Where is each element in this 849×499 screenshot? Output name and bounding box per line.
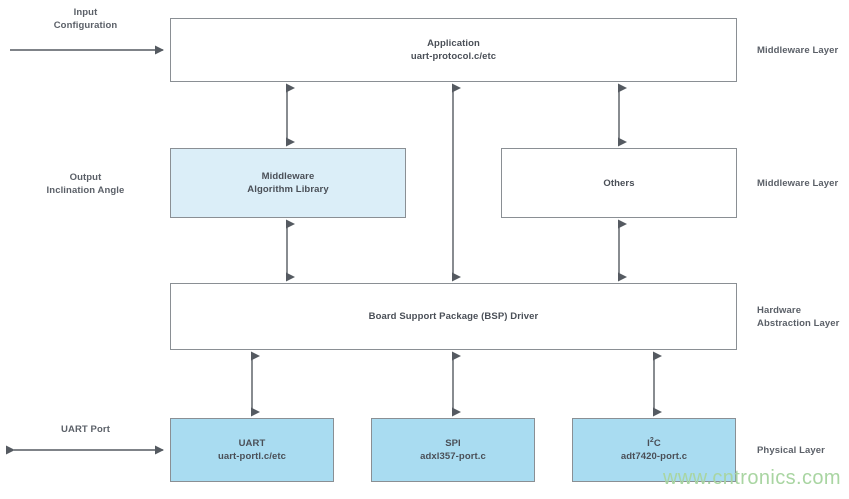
box-uart-subtitle: uart-portl.c/etc <box>217 451 287 462</box>
box-application-subtitle: uart-protocol.c/etc <box>410 51 497 62</box>
label-uart-port: UART Port <box>61 424 110 435</box>
box-middleware-algorithm-library[interactable]: Middleware Algorithm Library <box>170 148 406 218</box>
label-output-inclination-angle: Output Inclination Angle <box>46 172 125 196</box>
label-physical-layer: Physical Layer <box>757 445 825 456</box>
box-uart[interactable]: UART uart-portl.c/etc <box>170 418 334 482</box>
label-hardware-abstraction-layer: Hardware Abstraction Layer <box>757 305 840 329</box>
box-others-title: Others <box>603 177 635 189</box>
box-i2c[interactable]: I2C adt7420-port.c <box>572 418 736 482</box>
box-application-title: Application <box>427 38 480 49</box>
box-spi-title: SPI <box>445 438 461 449</box>
box-i2c-title: I2C <box>647 436 661 449</box>
box-spi[interactable]: SPI adxl357-port.c <box>371 418 535 482</box>
box-spi-subtitle: adxl357-port.c <box>420 451 486 462</box>
label-middleware-layer-top: Middleware Layer <box>757 45 839 56</box>
box-others[interactable]: Others <box>501 148 737 218</box>
box-bsp-driver-title: Board Support Package (BSP) Driver <box>368 311 539 322</box>
label-input-configuration: Input Configuration <box>53 7 118 31</box>
box-i2c-subtitle: adt7420-port.c <box>620 451 688 462</box>
box-uart-title: UART <box>238 438 266 449</box>
box-middleware-title: Middleware <box>261 171 315 182</box>
watermark: www.cntronics.com <box>663 467 841 489</box>
box-middleware-subtitle: Algorithm Library <box>247 184 329 195</box>
label-middleware-layer-mid: Middleware Layer <box>757 178 839 189</box>
box-application[interactable]: Application uart-protocol.c/etc <box>170 18 737 82</box>
box-bsp-driver[interactable]: Board Support Package (BSP) Driver <box>170 283 737 350</box>
